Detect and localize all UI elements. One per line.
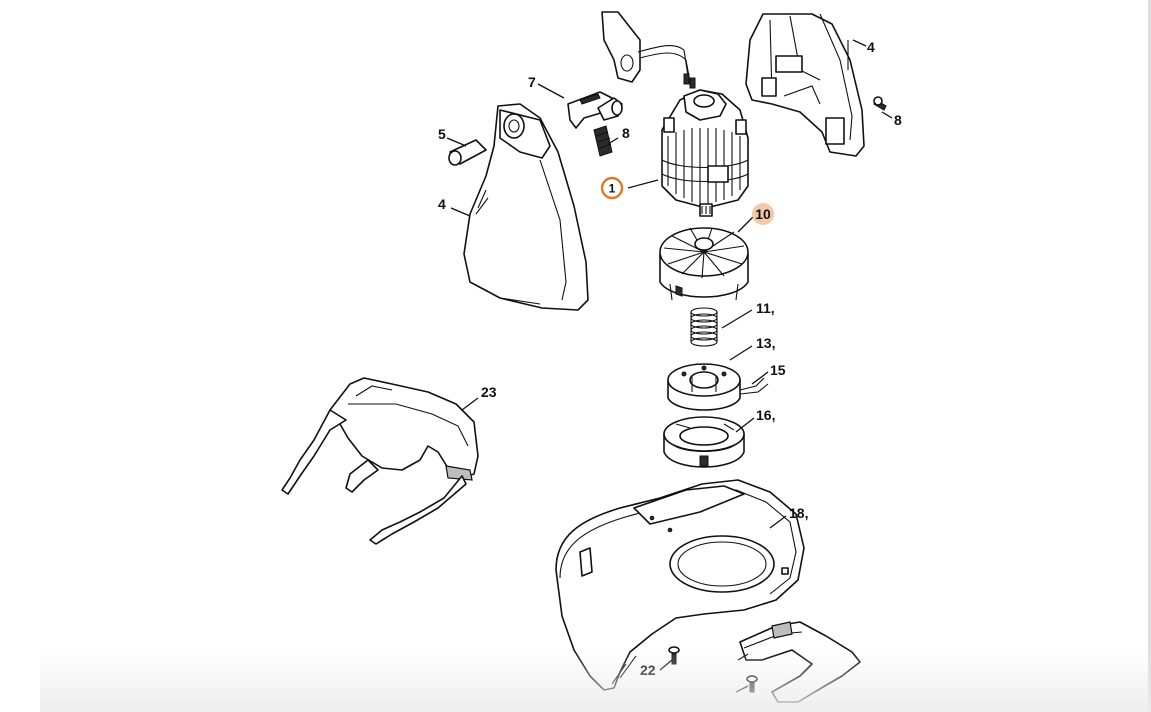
handle-bracket: [601, 11, 696, 89]
label-11[interactable]: 11,: [756, 300, 775, 316]
highlight-marker[interactable]: [752, 203, 774, 225]
guard: [555, 479, 805, 691]
line-spool: [667, 363, 769, 411]
label-8-left[interactable]: 8: [622, 125, 630, 141]
housing-half-right: [745, 13, 865, 157]
screw-bottom: [746, 675, 758, 693]
label-16[interactable]: 16,: [756, 407, 775, 423]
label-18[interactable]: 18,: [789, 505, 808, 521]
housing-half-left: [463, 103, 589, 311]
callout-10[interactable]: 10: [752, 203, 774, 225]
motor: [661, 89, 749, 217]
label-10[interactable]: 10: [755, 206, 771, 222]
line-cutter: [739, 621, 861, 703]
label-8-right[interactable]: 8: [894, 112, 902, 128]
callout-1[interactable]: 1: [600, 176, 624, 200]
fan: [659, 227, 749, 301]
label-23[interactable]: 23: [481, 384, 497, 400]
screw-right: [873, 96, 887, 111]
viewer-edge: [1148, 0, 1151, 712]
selected-marker[interactable]: [600, 176, 624, 200]
label-22[interactable]: 22: [640, 662, 656, 678]
label-13[interactable]: 13,: [756, 335, 775, 351]
pin: [448, 139, 487, 166]
spring-small: [593, 125, 613, 157]
switch: [567, 91, 623, 129]
compression-spring: [690, 307, 718, 347]
spool-cap: [663, 416, 745, 468]
label-7[interactable]: 7: [528, 74, 536, 90]
screw-22: [668, 646, 680, 665]
safety-glasses: [281, 377, 479, 545]
leader-lines: [446, 39, 893, 693]
label-4-right[interactable]: 4: [867, 39, 875, 55]
label-4-left[interactable]: 4: [438, 196, 446, 212]
label-1[interactable]: 1: [609, 182, 616, 196]
label-15[interactable]: 15: [770, 362, 786, 378]
label-5[interactable]: 5: [438, 126, 446, 142]
